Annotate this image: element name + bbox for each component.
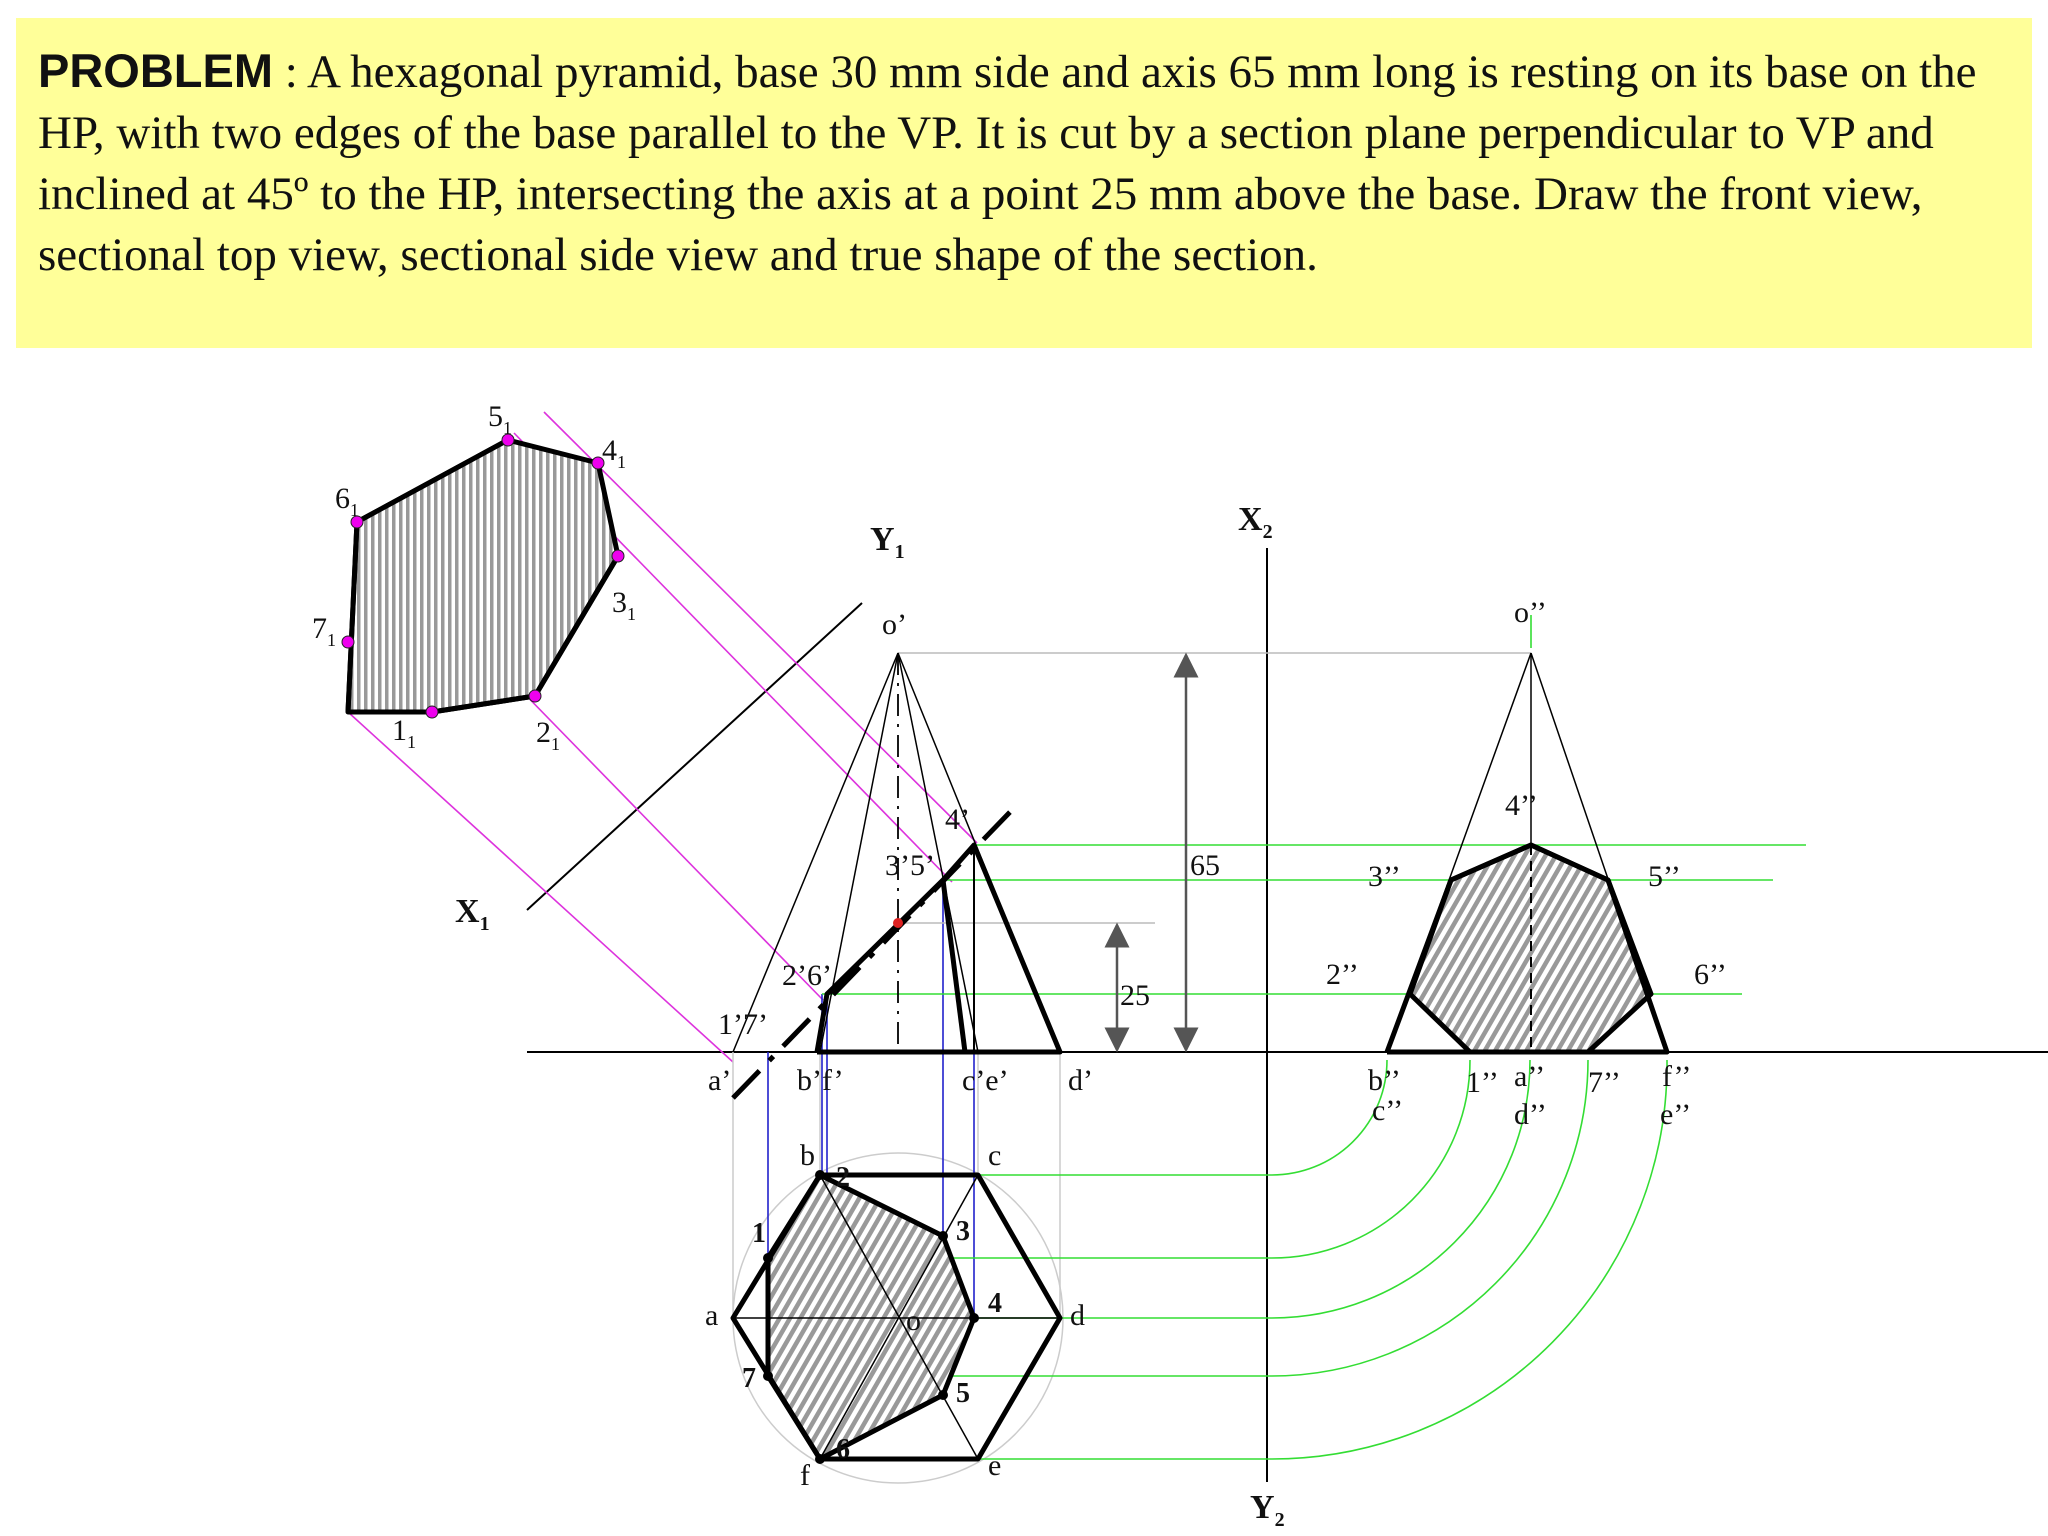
label-e-top: e — [988, 1449, 1001, 1482]
label-x1: X1 — [455, 893, 490, 935]
label-4-front: 4’ — [945, 803, 970, 836]
label-2-true: 21 — [536, 716, 560, 754]
true-shape-point-1 — [425, 705, 439, 719]
label-dim-25: 25 — [1120, 979, 1150, 1012]
section-axis-point — [893, 918, 903, 928]
label-x2: X2 — [1238, 501, 1273, 543]
label-b-side: b’’ — [1368, 1064, 1401, 1097]
label-1-side: 1’’ — [1466, 1066, 1499, 1099]
label-6-side: 6’’ — [1694, 958, 1727, 991]
label-17-front: 1’7’ — [718, 1008, 768, 1041]
label-d-front: d’ — [1068, 1064, 1093, 1097]
label-y1: Y1 — [870, 521, 905, 563]
true-shape-point-7 — [341, 635, 355, 649]
label-6-true: 61 — [335, 482, 359, 520]
label-a-side: a’’ — [1514, 1060, 1545, 1093]
true-shape-point-5 — [501, 433, 515, 447]
label-4-top: 4 — [988, 1288, 1002, 1319]
label-3-true: 31 — [612, 586, 636, 624]
top-view-section-area — [768, 1175, 974, 1459]
label-7-true: 71 — [312, 612, 336, 650]
problem-text: A hexagonal pyramid, base 30 mm side and… — [38, 46, 1977, 281]
label-5-true: 51 — [488, 400, 512, 438]
true-shape-point-6 — [350, 515, 364, 529]
side-view — [1384, 652, 1670, 1055]
true-shape-point-2 — [528, 689, 542, 703]
label-7-top: 7 — [742, 1363, 756, 1394]
label-o-top: o — [906, 1304, 921, 1337]
top-to-side-projectors — [768, 1059, 1668, 1460]
label-6-top: 6 — [836, 1434, 850, 1465]
label-4-true: 41 — [602, 434, 626, 472]
label-1-true: 11 — [392, 714, 416, 752]
label-3-side: 3’’ — [1368, 860, 1401, 893]
label-b-top: b — [800, 1139, 815, 1172]
label-2-top: 2 — [836, 1162, 850, 1193]
label-f-side: f’’ — [1662, 1060, 1691, 1093]
true-shape-point-4 — [591, 456, 605, 470]
label-7-side: 7’’ — [1588, 1066, 1621, 1099]
problem-statement: PROBLEM : A hexagonal pyramid, base 30 m… — [38, 40, 2010, 286]
front-view — [731, 652, 1063, 1100]
section-plane-line — [731, 808, 1014, 1100]
label-dim-65: 65 — [1190, 849, 1220, 882]
label-a-front: a’ — [708, 1064, 731, 1097]
true-shape-of-section — [341, 433, 625, 719]
label-26-front: 2’6’ — [782, 959, 832, 992]
true-shape-point-3 — [611, 549, 625, 563]
label-ce-front: c’e’ — [962, 1064, 1009, 1097]
label-3-top: 3 — [956, 1216, 970, 1247]
label-f-top: f — [800, 1459, 810, 1492]
label-5-top: 5 — [956, 1378, 970, 1409]
label-c-side: c’’ — [1372, 1094, 1403, 1127]
label-d-top: d — [1070, 1299, 1085, 1332]
x1y1-line — [526, 602, 863, 911]
problem-statement-box: PROBLEM : A hexagonal pyramid, base 30 m… — [16, 18, 2032, 348]
label-d-side: d’’ — [1514, 1098, 1547, 1131]
label-4-side: 4’’ — [1505, 789, 1538, 822]
label-e-side: e’’ — [1660, 1098, 1691, 1131]
side-view-section-outline — [1407, 842, 1654, 1054]
label-o-side: o’’ — [1514, 596, 1547, 629]
label-2-side: 2’’ — [1326, 958, 1359, 991]
label-y2: Y2 — [1250, 1489, 1285, 1531]
top-view — [730, 1170, 1063, 1464]
label-a-top: a — [705, 1299, 718, 1332]
problem-label: PROBLEM — [38, 44, 273, 97]
problem-separator: : — [273, 46, 307, 98]
front-view-truncated-outline — [814, 842, 1063, 1055]
label-5-side: 5’’ — [1648, 860, 1681, 893]
label-1-top: 1 — [752, 1218, 766, 1249]
label-c-top: c — [988, 1139, 1001, 1172]
label-bf-front: b’f’ — [797, 1064, 844, 1097]
label-o-front: o’ — [882, 608, 907, 641]
label-35-front: 3’5’ — [885, 849, 935, 882]
